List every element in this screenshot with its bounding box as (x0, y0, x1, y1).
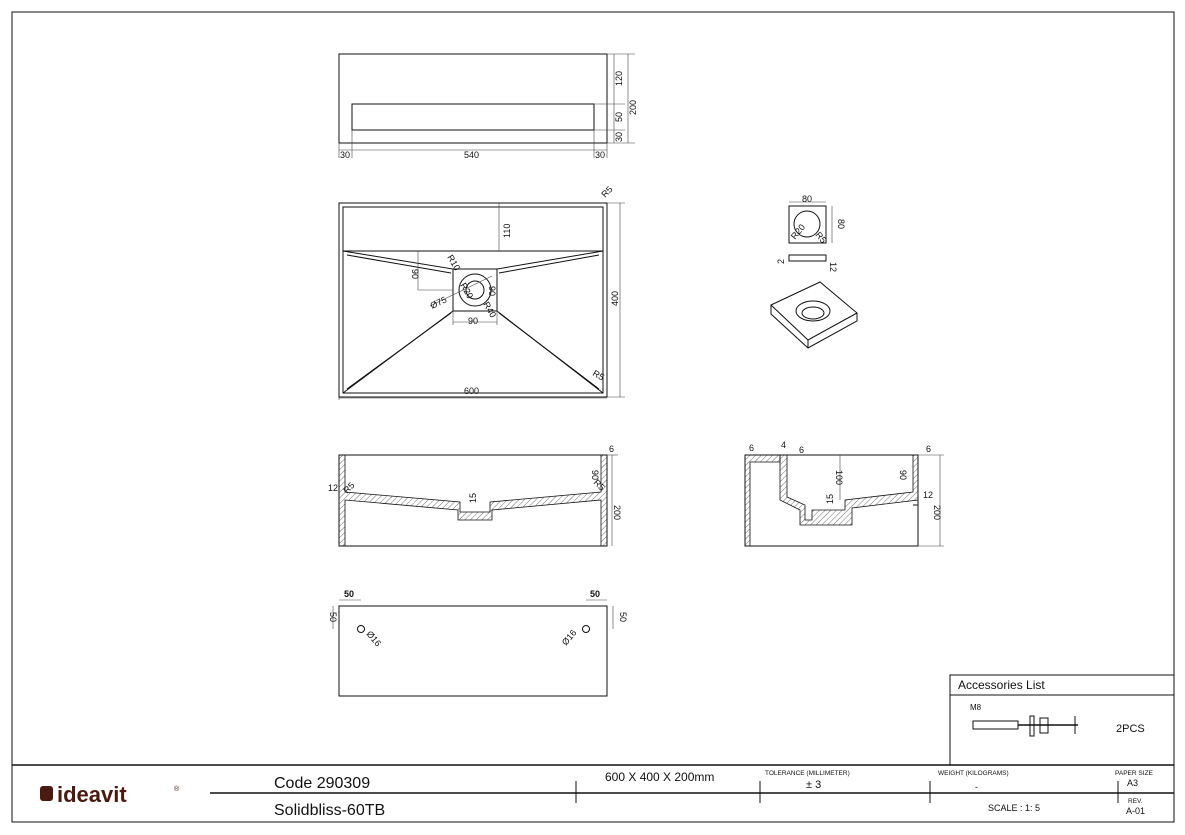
svg-text:®: ® (174, 785, 180, 793)
dim-label: 600 (464, 386, 479, 396)
dim-label: 540 (464, 150, 479, 160)
weight-value: - (975, 782, 978, 792)
plan-view: R5 110 R10 90 Ø75 R20 90 R40 90 400 600 … (338, 184, 625, 400)
dim-label: 90 (468, 316, 478, 326)
dim-label: 6 (799, 445, 804, 455)
rev-value: A-01 (1126, 806, 1145, 816)
dim-label: 30 (595, 150, 605, 160)
accessories-title: Accessories List (958, 678, 1045, 692)
dim-label: R40 (481, 300, 498, 319)
dim-label: Ø75 (429, 295, 449, 311)
dim-label: 200 (612, 505, 622, 520)
dim-label: 6 (609, 444, 614, 454)
logo-text: ideavit (57, 782, 127, 807)
dim-label: 6 (749, 443, 754, 453)
dim-label: 200 (628, 100, 638, 115)
section-view-a: 6 12 R5 15 90 R5 200 (328, 444, 622, 547)
dim-label: Ø16 (560, 628, 579, 647)
dim-label: 30 (614, 132, 624, 142)
dim-label: 15 (825, 494, 835, 504)
front-view: 30 540 30 120 50 30 200 (338, 53, 638, 160)
accessories-list: Accessories List M8 2PCS (949, 674, 1175, 766)
dim-label: R20 (789, 222, 807, 241)
tolerance-label: TOLERANCE (MILLIMETER) (765, 770, 850, 777)
dim-label: 12 (328, 483, 338, 493)
dim-label: 90 (898, 470, 908, 480)
tolerance-value: ± 3 (806, 779, 821, 791)
dim-label: 80 (836, 219, 846, 229)
accessory-name: M8 (970, 703, 982, 712)
dim-label: 120 (614, 71, 624, 86)
dim-label: 100 (834, 470, 844, 485)
drain-cover-view: 80 80 R20 R5 2 12 (770, 194, 858, 349)
dim-label: 200 (932, 505, 942, 520)
paper-size-label: PAPER SIZE (1115, 770, 1153, 777)
overall-dimensions: 600 X 400 X 200mm (605, 770, 714, 784)
dim-label: 2 (776, 259, 786, 264)
dim-label: 15 (468, 493, 478, 503)
dim-label: 12 (828, 262, 838, 272)
product-model: Solidbliss-60TB (274, 802, 385, 819)
dim-label: R5 (599, 184, 614, 199)
rev-label: REV. (1128, 798, 1143, 805)
paper-size-value: A3 (1127, 778, 1138, 788)
dim-label: Ø16 (364, 629, 383, 648)
dim-label: 90 (590, 470, 600, 480)
dim-label: 50 (614, 112, 624, 122)
dim-label: 12 (923, 490, 933, 500)
accessory-quantity: 2PCS (1116, 723, 1145, 735)
back-view: 50 50 50 50 Ø16 Ø16 (328, 589, 628, 697)
dim-label: 110 (502, 224, 512, 238)
dim-label: 50 (344, 589, 354, 599)
dim-label: 50 (618, 612, 628, 622)
section-view-b: 6 4 6 100 15 90 6 12 200 (744, 440, 944, 547)
title-block: ideavit ® Code 290309 Solidbliss-60TB 60… (12, 764, 1174, 819)
dim-label: 50 (328, 612, 338, 622)
dim-label: 400 (610, 291, 620, 306)
weight-label: WEIGHT (KILOGRAMS) (938, 770, 1009, 777)
dim-label: 4 (781, 440, 786, 450)
dim-label: 30 (340, 150, 350, 160)
anchor-bolt-icon (972, 715, 1078, 737)
sheet-border (11, 11, 1175, 823)
dim-label: 50 (590, 589, 600, 599)
product-code: Code 290309 (274, 775, 370, 792)
dim-label: 6 (926, 444, 931, 454)
scale: SCALE : 1: 5 (988, 803, 1040, 813)
dim-label: 90 (410, 269, 420, 279)
dim-label: R5 (591, 368, 606, 382)
dim-label: 90 (487, 286, 497, 296)
ideavit-logo: ideavit ® (40, 782, 180, 807)
dim-label: 80 (802, 194, 812, 204)
